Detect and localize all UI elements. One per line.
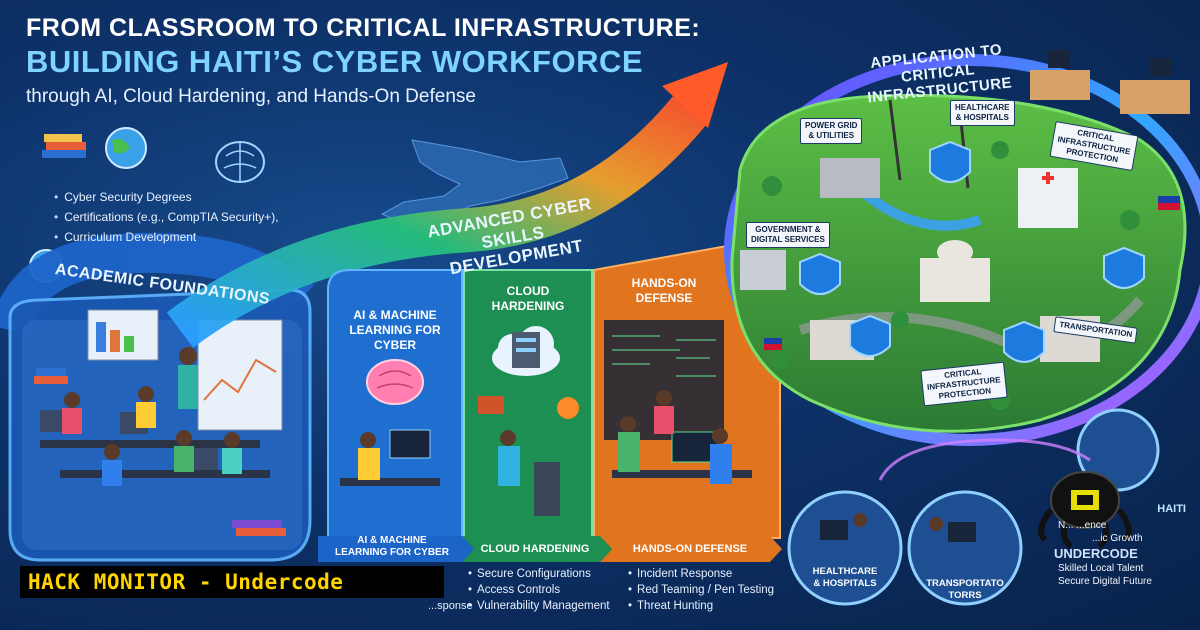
list-item: Vulnerability Management [468, 598, 610, 614]
tag-power-grid: POWER GRID & UTILITIES [800, 118, 863, 144]
list-item: Secure Configurations [468, 566, 610, 582]
tag-power-grid-line-1: POWER GRID [805, 121, 858, 130]
list-item: Threat Hunting [628, 598, 774, 614]
defense-panel-title: HANDS-ON DEFENSE [604, 276, 724, 306]
list-item: Red Teaming / Pen Testing [628, 582, 774, 598]
ai-panel-title: AI & MACHINE LEARNING FOR CYBER [332, 308, 458, 353]
academic-bullet-list: Cyber Security Degrees Certifications (e… [54, 187, 279, 247]
tag-government-line-2: DIGITAL SERVICES [751, 235, 825, 244]
brand-line-4: Secure Digital Future [1058, 576, 1152, 587]
brand-box: HAITI N... ...ence ...ic Growth UNDERCOD… [1032, 503, 1192, 615]
brand-line-1: N... ...ence [1058, 520, 1107, 531]
brand-line-2: ...ic Growth [1092, 533, 1143, 544]
ai-panel-title-line-1: AI & MACHINE [353, 308, 437, 322]
strip-defense [600, 536, 782, 562]
shield-icons [799, 140, 1145, 363]
ai-panel-title-line-2: LEARNING FOR [349, 323, 441, 337]
strip-defense-label: HANDS-ON DEFENSE [632, 543, 748, 555]
defense-panel-title-line-1: HANDS-ON [631, 276, 697, 290]
list-item: Incident Response [628, 566, 774, 582]
list-item: Access Controls [468, 582, 610, 598]
tag-healthcare-line-2: & HOSPITALS [955, 113, 1009, 122]
brand-title: HAITI [1157, 503, 1186, 515]
fire-icon [557, 397, 579, 419]
healthcare-badge [787, 490, 903, 606]
defense-panel-title-line-2: DEFENSE [635, 291, 693, 305]
cloud-list: Secure Configurations Access Controls Vu… [468, 566, 610, 614]
tag-power-grid-line-2: & UTILITIES [808, 131, 855, 140]
dam [820, 158, 880, 198]
haiti-flag-icon [1158, 196, 1180, 210]
tag-healthcare-line-1: HEALTHCARE [955, 103, 1010, 112]
transportation-badge-label-line-1: TRANSPORTATO [926, 578, 1004, 589]
hack-monitor-watermark: HACK MONITOR - Undercode [20, 566, 444, 598]
transportation-badge-label: TRANSPORTATO TORRS [915, 578, 1015, 602]
strip-cloud [462, 536, 612, 562]
tag-government: GOVERNMENT & DIGITAL SERVICES [746, 222, 830, 248]
arc-arrowhead [662, 62, 728, 128]
healthcare-badge-label: HEALTHCARE & HOSPITALS [795, 566, 895, 590]
cloud-server-icon [492, 326, 560, 376]
list-item: Cyber Security Degrees [54, 187, 279, 207]
capitol [920, 258, 990, 302]
tag-government-line-1: GOVERNMENT & [755, 225, 821, 234]
brand-line-3: Skilled Local Talent [1058, 563, 1144, 574]
firewall-icon [478, 396, 504, 414]
transportation-badge-label-line-2: TORRS [948, 590, 982, 601]
server-rack [534, 462, 560, 516]
students [62, 347, 242, 486]
subtitle: through AI, Cloud Hardening, and Hands-O… [26, 86, 476, 107]
ai-panel-title-line-3: CYBER [373, 338, 416, 352]
brain-icon [215, 141, 265, 183]
brand-logo: UNDERCODE [1054, 546, 1138, 561]
advanced-arc [166, 95, 708, 348]
list-item: Certifications (e.g., CompTIA Security+)… [54, 207, 278, 227]
healthcare-badge-label-line-1: HEALTHCARE [812, 566, 878, 577]
title-line-1: FROM CLASSROOM TO CRITICAL INFRASTRUCTUR… [26, 14, 701, 42]
cloud-panel-title-line-2: HARDENING [491, 299, 565, 313]
haiti-flag-icon-2 [764, 338, 782, 350]
cloud-panel-title: CLOUD HARDENING [466, 284, 590, 314]
books-icon [42, 134, 86, 158]
strip-cloud-label: CLOUD HARDENING [480, 543, 590, 555]
ai-list-partial: ...sponse [428, 600, 473, 612]
strip-ai-label-line-1: AI & MACHINE [357, 535, 427, 546]
ai-brain-icon [366, 359, 424, 405]
defense-list: Incident Response Red Teaming / Pen Test… [628, 566, 774, 614]
undercode-mascot-icon [1038, 471, 1132, 549]
strip-ai-label: AI & MACHINE LEARNING FOR CYBER [322, 530, 462, 564]
title-line-2: BUILDING HAITI’S CYBER WORKFORCE [26, 44, 644, 79]
whiteboard-2 [197, 319, 283, 431]
strip-ai-label-line-2: LEARNING FOR CYBER [335, 547, 449, 558]
strip-ai [318, 536, 474, 562]
healthcare-badge-label-line-2: & HOSPITALS [813, 578, 877, 589]
list-item: Curriculum Development [54, 227, 279, 247]
cloud-panel-title-line-1: CLOUD [506, 284, 550, 298]
tag-healthcare: HEALTHCARE & HOSPITALS [950, 100, 1015, 126]
